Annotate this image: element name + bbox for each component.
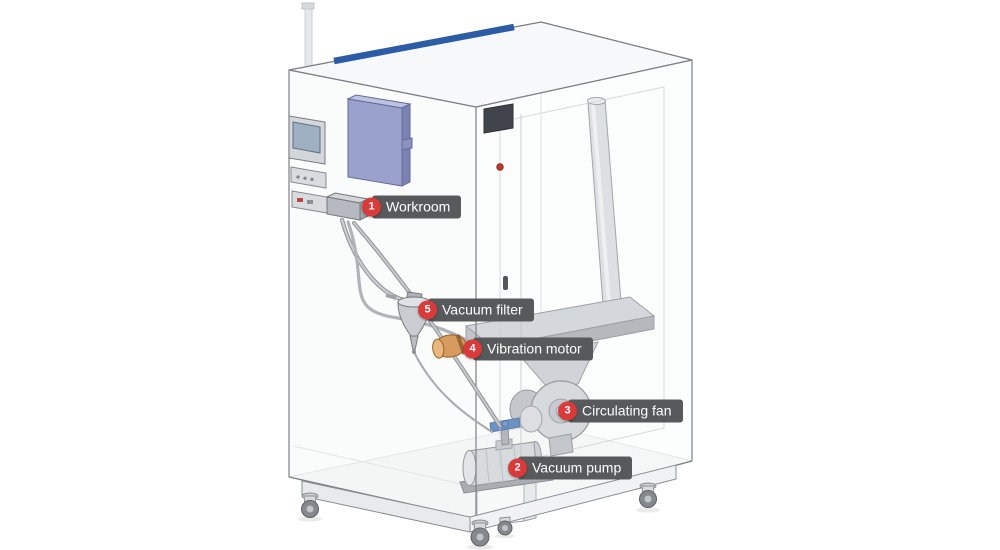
vibration-motor	[432, 334, 467, 359]
cabinet-shell	[288, 21, 693, 520]
door-handle	[503, 276, 508, 290]
tube-2	[346, 220, 470, 343]
workroom-box	[346, 94, 413, 187]
tube-4	[413, 351, 493, 433]
caster-wheel-right	[639, 482, 657, 508]
caster-wheel-left	[301, 492, 319, 518]
caster-wheel-center	[497, 516, 513, 536]
top-blue-stripe	[333, 23, 515, 65]
display-screen	[292, 121, 321, 154]
tubes	[339, 217, 502, 433]
workroom-box-latch	[401, 137, 413, 151]
control-panel	[288, 115, 370, 221]
button-panel-1	[290, 166, 327, 189]
fan-inlet	[519, 405, 543, 433]
wheel-shadows	[298, 507, 660, 550]
base-frame	[301, 464, 677, 533]
power-indicator	[496, 163, 504, 171]
door-details	[483, 86, 665, 468]
caster-wheel-front	[470, 519, 490, 547]
background-pole	[301, 2, 315, 73]
door-vent	[483, 103, 514, 134]
